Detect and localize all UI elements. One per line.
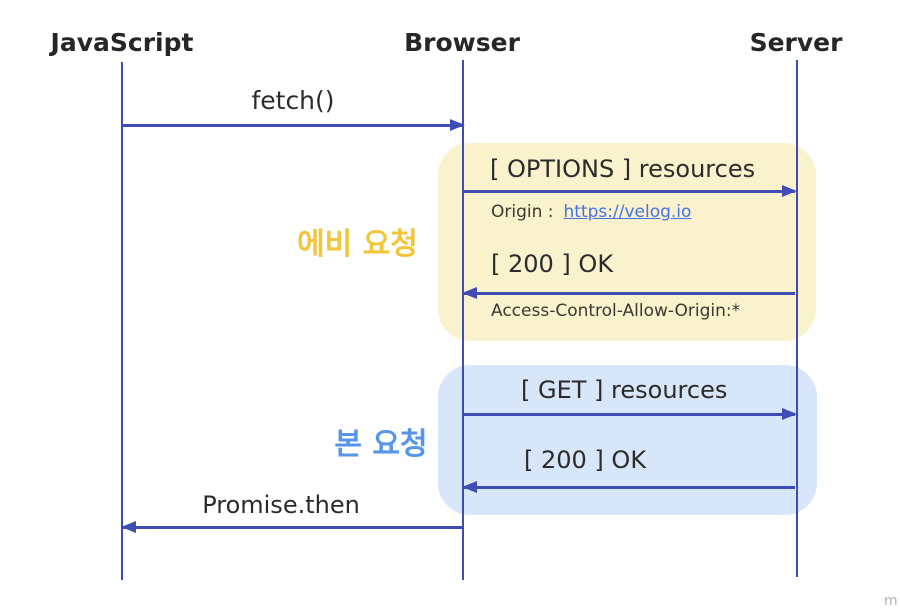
main-response-arrow [464,486,795,489]
actor-javascript: JavaScript [50,28,194,57]
main-request-arrow [464,413,795,416]
main-request-label: [ GET ] resources [521,376,728,404]
acao-header-label: Access-Control-Allow-Origin:* [491,301,741,321]
main-request-group-box [438,365,817,515]
origin-header-prefix: Origin : [491,202,554,222]
fetch-message-label: fetch() [251,86,335,115]
actor-browser: Browser [404,28,520,57]
actor-server: Server [749,28,843,57]
preflight-request-label: [ OPTIONS ] resources [490,155,756,183]
watermark-text: m [884,593,898,609]
preflight-group-label: 에비 요청 [297,227,418,262]
main-request-group-label: 본 요청 [334,427,428,462]
promise-then-label: Promise.then [202,491,360,519]
origin-header-line: Origin : https://velog.io [491,202,691,222]
lifeline-browser [462,60,464,580]
lifeline-server [796,60,798,577]
preflight-response-label: [ 200 ] OK [491,250,614,278]
preflight-group-box [438,143,816,341]
promise-then-arrow [123,526,463,529]
main-response-label: [ 200 ] OK [524,446,647,474]
origin-url-link[interactable]: https://velog.io [563,202,692,222]
preflight-request-arrow [464,190,795,193]
fetch-arrow [123,124,463,127]
preflight-response-arrow [464,292,795,295]
lifeline-javascript [121,62,123,580]
